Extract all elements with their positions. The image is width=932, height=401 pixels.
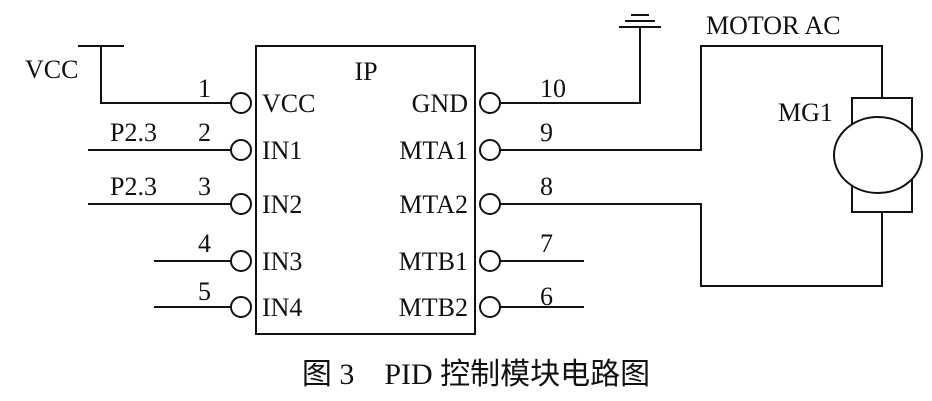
right-pin-9: MTA1 9	[399, 45, 883, 165]
pin-connector	[479, 250, 501, 272]
pin-label: MTB1	[399, 247, 468, 276]
ic-body	[255, 45, 476, 335]
ground-symbol	[619, 14, 661, 28]
left-pin-5: 5 IN4	[154, 277, 302, 322]
pin-label: VCC	[262, 89, 315, 118]
pin-label: IN3	[262, 247, 302, 276]
right-pin-6: MTB2 6	[399, 282, 584, 322]
pin-connector	[230, 296, 252, 318]
pin-label: IN2	[262, 190, 302, 219]
pin-number: 6	[540, 282, 553, 311]
vcc-wire	[100, 46, 231, 104]
left-pin-3: P2.3 3 IN2	[88, 172, 302, 219]
pin-connector	[479, 139, 501, 161]
pin-number: 3	[198, 172, 211, 201]
pin-connector	[230, 250, 252, 272]
pin-number: 4	[198, 229, 211, 258]
vcc-supply-label: VCC	[25, 55, 78, 84]
motor-mg1: MG1	[778, 97, 923, 213]
pin-connector	[230, 92, 252, 114]
pin-number: 8	[540, 172, 553, 201]
figure-caption: 图 3 PID 控制模块电路图	[302, 358, 650, 391]
left-pin-1: 1 VCC	[198, 74, 315, 118]
pin-label: MTA2	[399, 190, 468, 219]
pin-label: MTB2	[399, 293, 468, 322]
motor-rotor	[833, 116, 923, 194]
mta1-wire	[500, 45, 883, 151]
motor-supply-label: MOTOR AC	[706, 11, 841, 40]
net-label: P2.3	[110, 118, 157, 147]
net-label: P2.3	[110, 172, 157, 201]
pin-number: 7	[540, 229, 553, 258]
pin-label: IN4	[262, 293, 302, 322]
pin-label: GND	[412, 89, 468, 118]
gnd-wire	[500, 27, 641, 104]
left-pin-4: 4 IN3	[154, 229, 302, 276]
pin-number: 10	[540, 74, 566, 103]
ic-name: IP	[354, 57, 377, 86]
pin-connector	[230, 139, 252, 161]
left-pin-2: P2.3 2 IN1	[88, 118, 302, 165]
pin-number: 2	[198, 118, 211, 147]
motor-label: MG1	[778, 98, 833, 127]
mta2-wire	[500, 203, 883, 287]
pin-number: 9	[540, 118, 553, 147]
pin-label: MTA1	[399, 136, 468, 165]
right-pin-7: MTB1 7	[399, 229, 584, 276]
pin-connector	[479, 92, 501, 114]
pin-connector	[479, 296, 501, 318]
pin-connector	[479, 193, 501, 215]
right-pin-8: MTA2 8	[399, 172, 883, 287]
pin-number: 5	[198, 277, 211, 306]
right-pin-10: GND 10	[412, 27, 641, 118]
pin-number: 1	[198, 74, 211, 103]
pin-label: IN1	[262, 136, 302, 165]
pin-connector	[230, 193, 252, 215]
